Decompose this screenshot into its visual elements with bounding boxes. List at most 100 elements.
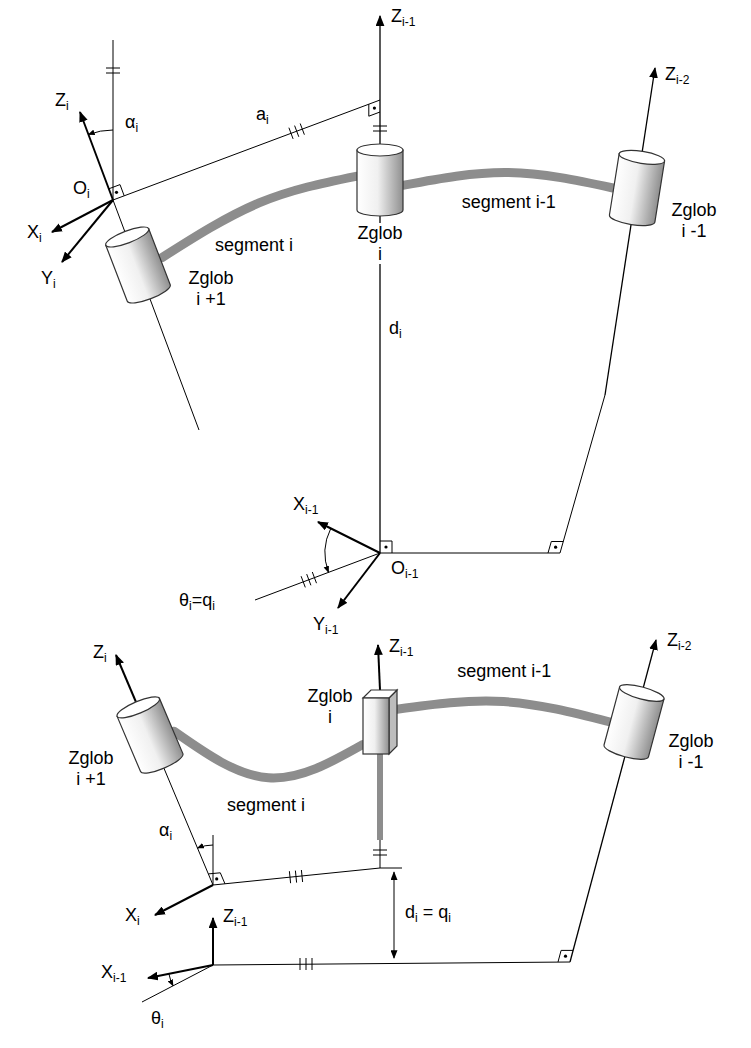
right-angle-mark (558, 950, 573, 962)
axis-label: Zi (92, 642, 108, 666)
label-part: Z (93, 642, 104, 662)
axis-label: Xi-1 (292, 494, 319, 518)
joint-shape (356, 143, 404, 217)
right-angle-dot (384, 545, 387, 548)
joint-node: Zglob i +1 (126, 698, 174, 772)
thin-line (142, 965, 213, 1002)
angle-arc (88, 130, 113, 135)
joint-shape (610, 685, 658, 759)
joint-node: Zglob i (356, 143, 404, 217)
axis-label: di = qi (404, 902, 452, 926)
joint-shape (613, 150, 661, 226)
axis-label: Yi-1 (312, 614, 339, 638)
label-part: i (169, 829, 172, 843)
joint-shape (602, 681, 665, 762)
tick-mark (373, 850, 387, 855)
label-part: i-1 (405, 567, 418, 581)
segment-label: segment i-1 (460, 192, 558, 213)
label-part: Z (55, 90, 66, 110)
thin-line (380, 840, 381, 868)
cylinder-top (357, 144, 403, 156)
label-part: Z (389, 636, 400, 656)
axis-label: αi (158, 820, 173, 844)
label-part: d (389, 318, 399, 338)
label-part: Z (665, 64, 676, 84)
label-part: X (101, 962, 113, 982)
tick-mark (289, 870, 302, 883)
label-part: i (137, 914, 140, 928)
thin-line (142, 640, 656, 1002)
thin-line (379, 16, 380, 553)
right-angle-mark (208, 873, 225, 884)
label-part: a (256, 104, 266, 124)
axis-label: Zi-1 (390, 6, 416, 30)
axis-label: αi (124, 112, 139, 136)
angle-arc (169, 845, 213, 986)
angle-arc (325, 528, 331, 572)
joint-node: Zglob i -1 (610, 685, 658, 759)
right-angle-dot (215, 877, 567, 958)
label-part: X (293, 494, 305, 514)
joint-shape (126, 698, 174, 772)
angle-arc (88, 130, 330, 572)
joint-shape (115, 693, 185, 777)
segment-label: segment i (213, 235, 295, 256)
label-part: α (159, 820, 169, 840)
thin-line (213, 868, 380, 885)
thin-line (113, 16, 655, 600)
joint-shape (363, 690, 397, 754)
joint-label: Zglob i (355, 223, 405, 264)
frame-axis (155, 885, 213, 915)
right-angle-dot (554, 546, 557, 549)
label-part: i-1 (113, 971, 126, 985)
joint-shape (357, 144, 403, 216)
joint-label: Zglob i -1 (666, 731, 716, 772)
tick-mark (289, 850, 387, 970)
cylinder-body (608, 154, 664, 228)
tick-mark (289, 124, 305, 139)
axis-label: Zi-1 (222, 906, 248, 930)
joint-rod (380, 752, 381, 840)
axis-label: Zi (54, 90, 70, 114)
label-part: i-1 (234, 915, 247, 929)
right-angle-mark (380, 541, 392, 553)
axis-label: Xi (124, 905, 141, 929)
label-part: i (399, 327, 402, 341)
label-part: i (66, 99, 69, 113)
joint-label: Zglob i +1 (66, 748, 116, 789)
thin-line (213, 835, 214, 885)
box-top (363, 690, 397, 698)
label-part: Z (223, 906, 234, 926)
label-part: θ (151, 1008, 161, 1028)
label-part: i (189, 599, 192, 613)
right-angle-mark (369, 104, 380, 116)
tick-mark (106, 68, 120, 73)
axis-label: Oi (72, 178, 91, 202)
frame-axis (148, 965, 213, 978)
label-part: i (415, 911, 418, 925)
label-part: Z (391, 6, 402, 26)
label-part: i (161, 1017, 164, 1031)
axis-label: Zi-1 (388, 636, 414, 660)
segment-label: segment i-1 (455, 661, 553, 682)
cylinder-top (618, 681, 666, 704)
joint-node: Zglob i -1 (613, 150, 661, 226)
label-part: Y (313, 614, 325, 634)
thin-line (605, 68, 655, 395)
label-part: O (73, 178, 87, 198)
axis-label: Zi-2 (666, 630, 692, 654)
right-angle-dot (564, 955, 567, 958)
label-part: i-1 (325, 623, 338, 637)
axis-label: Zi-2 (664, 64, 690, 88)
joint-shape (363, 690, 397, 754)
frame-axis (52, 200, 113, 232)
cylinder-top (115, 693, 162, 722)
label-part: i-2 (678, 639, 691, 653)
axis-label: Xi-1 (100, 962, 127, 986)
label-part: θ (179, 590, 189, 610)
tick-mark (300, 958, 312, 970)
label-part: i (39, 231, 42, 245)
link-segment (404, 173, 613, 188)
joint-label: Zglob i -1 (669, 200, 719, 241)
